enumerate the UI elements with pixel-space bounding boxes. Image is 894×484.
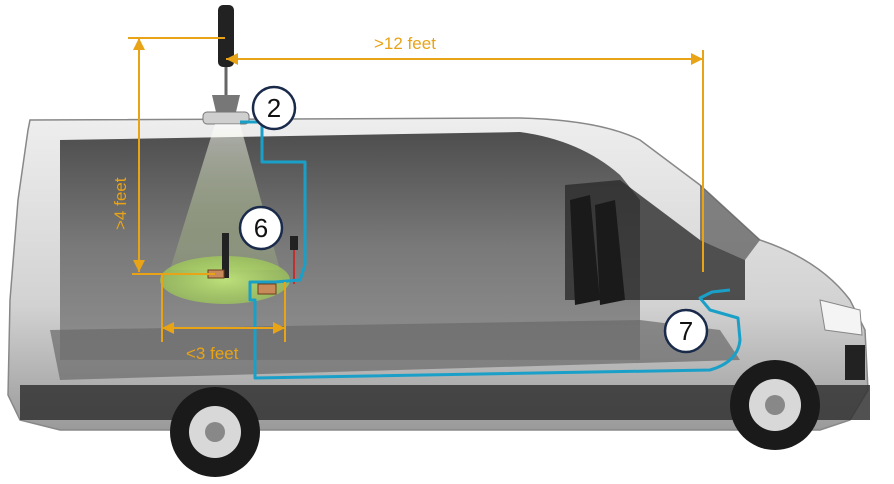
callout-7-number: 7 [679, 316, 693, 346]
length-dimension [226, 50, 704, 272]
height-label: >4 feet [111, 177, 130, 230]
height-dimension [128, 37, 225, 275]
callout-2-number: 2 [267, 93, 281, 123]
length-label: >12 feet [374, 34, 436, 53]
callout-6: 6 [238, 205, 284, 251]
cable-route [240, 120, 742, 380]
front-wheel [730, 360, 820, 450]
callout-7: 7 [663, 308, 709, 354]
rear-wheel [170, 387, 260, 477]
width-dimension [161, 275, 286, 342]
booster-unit [207, 233, 298, 295]
callout-6-number: 6 [254, 213, 268, 243]
roof-antenna [202, 5, 250, 125]
callout-2: 2 [251, 85, 297, 131]
width-label: <3 feet [186, 344, 239, 363]
